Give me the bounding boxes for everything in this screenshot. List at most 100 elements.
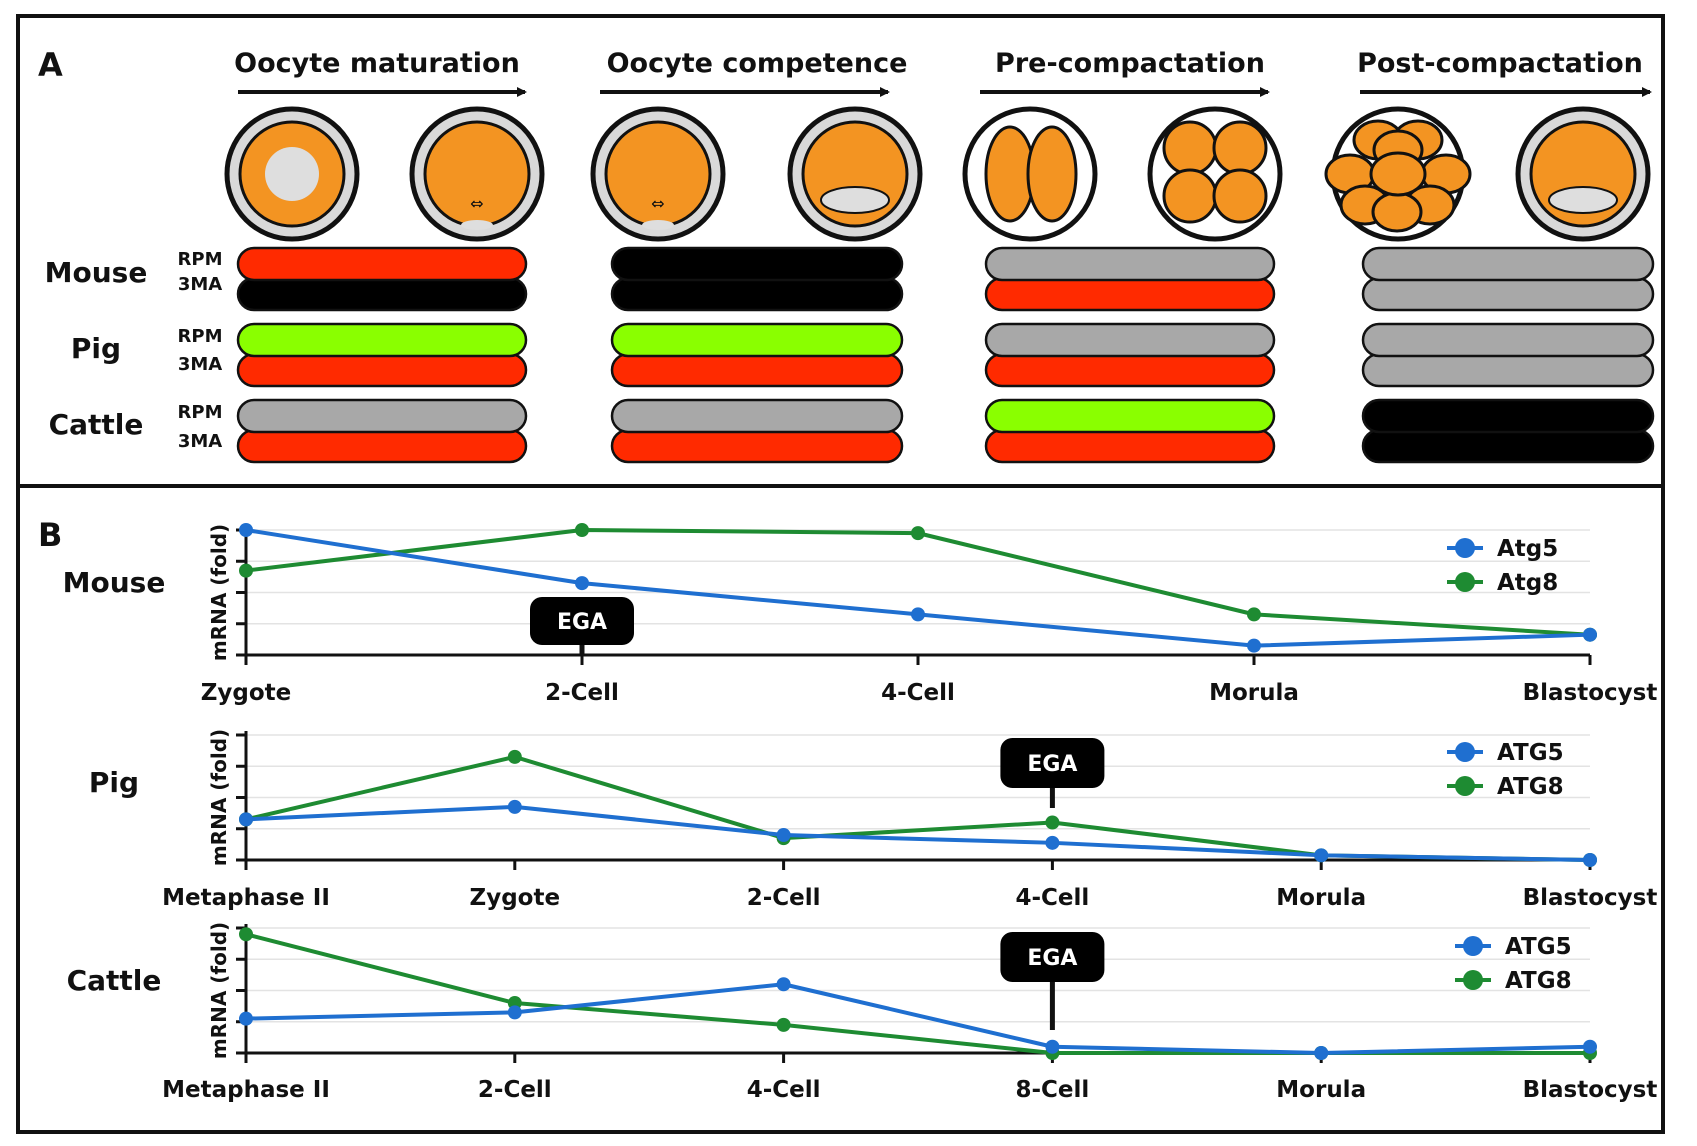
treatment-label-rpm: RPM [178,326,223,347]
data-point [507,1005,522,1020]
data-point [507,799,522,814]
oocyte-mii: ⇔ [409,106,545,242]
blastomere [1371,191,1423,233]
bar-3ma [984,276,1276,312]
legend-entry: Atg5 [1497,536,1558,562]
panel-a-letter: A [38,46,63,84]
blastomere [1162,120,1218,176]
embryo-morula [1324,106,1472,242]
blastocoel [1548,186,1618,214]
bar-3ma [1361,428,1655,464]
blastomere [1162,168,1218,224]
bar-3ma [984,428,1276,464]
data-point [507,749,522,764]
data-point [1583,853,1597,867]
bar-rpm [984,398,1276,434]
blastomere [1026,125,1078,223]
data-point [776,828,791,842]
data-point [1045,1039,1060,1054]
species-label: Cattle [49,408,144,441]
bar-3ma [236,276,528,312]
treatment-label-3ma: 3MA [178,274,222,295]
germinal-vesicle [265,147,319,201]
bar-rpm [610,398,904,434]
polar-body [642,220,674,230]
bar-rpm [236,322,528,358]
chart-species-label: Mouse [63,566,166,599]
x-tick-label: Blastocyst [1523,885,1658,911]
data-point [239,563,253,578]
blastomere [1369,151,1427,197]
legend-swatch-dot [1455,572,1475,592]
legend-entry: ATG8 [1505,968,1572,994]
ega-box [530,597,634,645]
data-point [1314,1046,1329,1060]
x-tick-label: Blastocyst [1523,1077,1658,1103]
x-tick-label: 2-Cell [478,1077,552,1103]
zona-pellucida [1147,106,1283,242]
legend-entry: Atg8 [1497,570,1558,596]
bar-3ma [1361,352,1655,388]
legend-swatch-dot [1455,742,1475,762]
blastomere [1212,120,1268,176]
x-tick-label: 2-Cell [747,885,821,911]
spindle-icon: ⇔ [651,194,664,213]
species-label: Mouse [45,256,148,289]
x-tick-label: Blastocyst [1523,680,1658,706]
chart-species-label: Cattle [67,964,162,997]
bar-rpm [610,246,904,282]
panel-b-frame [16,484,1665,1134]
y-axis-label: mRNA (fold) [207,524,231,661]
data-point [911,607,925,622]
bar-3ma [236,428,528,464]
ega-marker: EGA [530,597,634,655]
embryo-illustrations: ⇔⇔ [224,106,1651,242]
data-point [776,1017,791,1032]
bar-rpm [1361,398,1655,434]
legend-entry: ATG8 [1497,774,1564,800]
species-label: Pig [71,332,121,365]
polar-body [461,220,493,230]
bar-3ma [610,276,904,312]
x-tick-label: Morula [1209,680,1299,706]
embryo-blastocyst [1515,106,1651,242]
stage-title: Post-compactation [1357,48,1643,79]
vacuole [820,186,890,214]
embryo-4-cell [1147,106,1283,242]
chart-species-label: Pig [89,766,139,799]
data-point [1314,848,1329,863]
x-tick-label: 2-Cell [545,680,619,706]
stage-title: Pre-compactation [995,48,1265,79]
data-point [239,1011,253,1026]
embryo-2-cell [962,106,1098,242]
ega-box [1000,932,1105,982]
data-point [239,812,253,827]
x-tick-label: Metaphase II [162,885,330,911]
series-atg5 [239,523,1597,653]
legend-entry: ATG5 [1505,934,1572,960]
legend-entry: ATG5 [1497,740,1564,766]
legend-swatch-dot [1455,538,1475,558]
oocyte-late [787,106,923,242]
x-tick-label: 4-Cell [1016,885,1090,911]
spindle-icon: ⇔ [470,194,483,213]
data-point [1247,638,1261,653]
legend-swatch-dot [1455,776,1475,796]
bar-3ma [1361,276,1655,312]
stage-headers: Oocyte maturation Oocyte competence Pre-… [234,48,1652,97]
treatment-label-rpm: RPM [178,402,223,423]
series-atg5 [239,799,1597,867]
bar-rpm [1361,322,1655,358]
stage-title: Oocyte competence [607,48,908,79]
data-point [575,523,589,537]
bar-rpm [984,246,1276,282]
bar-rpm [984,322,1276,358]
bar-rpm [610,322,904,358]
bar-3ma [610,352,904,388]
stage-title: Oocyte maturation [234,48,520,79]
x-tick-label: 8-Cell [1016,1077,1090,1103]
bar-3ma [236,352,528,388]
